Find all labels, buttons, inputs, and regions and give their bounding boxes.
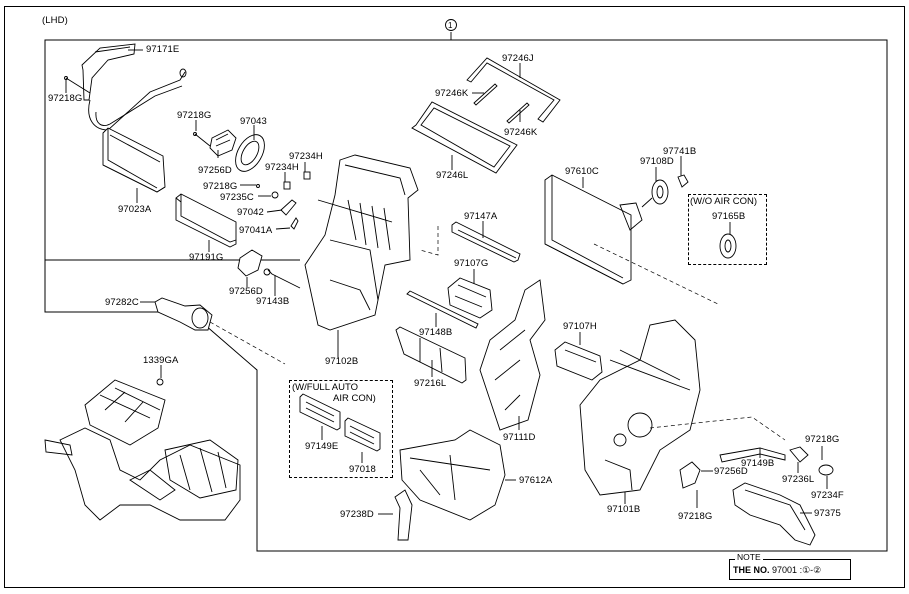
part-label[interactable]: 97256D bbox=[229, 286, 263, 297]
part-label[interactable]: 97246L bbox=[436, 170, 469, 181]
part-label[interactable]: 97256D bbox=[714, 466, 748, 477]
part-label[interactable]: 97218G bbox=[48, 93, 83, 104]
part-label[interactable]: 97234F bbox=[811, 490, 844, 501]
option-title-full-auto-line1: (W/FULL AUTO bbox=[292, 382, 358, 393]
part-label[interactable]: 97612A bbox=[519, 475, 553, 486]
door-97018-drawing bbox=[344, 417, 381, 452]
variant-label: (LHD) bbox=[42, 15, 68, 26]
part-label[interactable]: 97042 bbox=[237, 207, 264, 218]
part-label[interactable]: 97216L bbox=[414, 378, 447, 389]
small-fasteners-drawing bbox=[64, 76, 311, 289]
part-label[interactable]: 97108D bbox=[640, 156, 674, 167]
part-label[interactable]: 97143B bbox=[256, 296, 290, 307]
blower-case-drawing bbox=[304, 154, 419, 331]
note-number: 97001 bbox=[772, 565, 798, 575]
motor-drawing bbox=[235, 134, 265, 172]
part-label[interactable]: 97282C bbox=[105, 297, 139, 308]
part-label[interactable]: 97171E bbox=[146, 44, 180, 55]
drain-hose-drawing bbox=[394, 489, 413, 541]
grommet-drawing bbox=[641, 174, 689, 208]
evaporator-drawing bbox=[544, 174, 643, 285]
part-label[interactable]: 97235C bbox=[220, 192, 254, 203]
part-label[interactable]: 97165B bbox=[712, 211, 746, 222]
part-label[interactable]: 97149B bbox=[741, 458, 775, 469]
option-title-wo-air-con: (W/O AIR CON) bbox=[690, 196, 758, 207]
part-label[interactable]: 1339GA bbox=[143, 355, 179, 366]
part-label[interactable]: 97246J bbox=[502, 53, 534, 64]
part-label[interactable]: 97234H bbox=[265, 162, 299, 173]
part-label[interactable]: 97107H bbox=[563, 321, 597, 332]
part-label[interactable]: 97256D bbox=[198, 165, 232, 176]
actuator-top-drawing bbox=[209, 129, 237, 157]
part-label[interactable]: 97149E bbox=[305, 441, 339, 452]
heater-pipe-bracket-drawing bbox=[81, 43, 187, 131]
case-half-97111D-drawing bbox=[479, 279, 546, 431]
part-label[interactable]: 97610C bbox=[565, 166, 599, 177]
door-97107H-drawing bbox=[554, 341, 603, 381]
door-97149E-drawing bbox=[299, 393, 341, 431]
assembly-inner-bracket bbox=[44, 40, 300, 261]
hvac-unit-overview-drawing bbox=[44, 378, 241, 521]
diagram-border bbox=[4, 6, 905, 588]
door-97147A-drawing bbox=[451, 221, 521, 263]
sensor-drawing bbox=[154, 297, 213, 331]
shaft-97148B-drawing bbox=[406, 290, 479, 329]
main-case-97101B-drawing bbox=[579, 319, 701, 496]
drain-pan-drawing bbox=[399, 429, 506, 521]
note-title: NOTE bbox=[735, 552, 763, 562]
part-label[interactable]: 97218G bbox=[203, 181, 238, 192]
part-label[interactable]: 97236L bbox=[782, 474, 815, 485]
option-box-full-auto bbox=[289, 380, 393, 478]
part-label[interactable]: 97238D bbox=[340, 509, 374, 520]
case-dash-2 bbox=[649, 416, 786, 441]
part-label[interactable]: 97246K bbox=[435, 88, 469, 99]
part-label[interactable]: 97234H bbox=[289, 151, 323, 162]
door-97107G-drawing bbox=[447, 277, 493, 319]
option-title-full-auto-line2: AIR CON) bbox=[333, 393, 376, 404]
door-97216L-drawing bbox=[395, 326, 467, 384]
sensor-dash bbox=[209, 321, 286, 365]
duct-97375-drawing bbox=[732, 482, 816, 546]
part-label[interactable]: 97741B bbox=[663, 146, 697, 157]
part-label[interactable]: 97218G bbox=[177, 110, 212, 121]
seal-parts-drawing bbox=[411, 57, 561, 174]
note-text: THE NO. 97001 :①-② bbox=[733, 565, 821, 576]
part-label[interactable]: 97018 bbox=[349, 464, 376, 475]
case-dash-1 bbox=[593, 243, 721, 306]
part-label[interactable]: 97191G bbox=[189, 252, 224, 263]
note-box bbox=[729, 559, 851, 580]
actuator-lower-drawing bbox=[679, 461, 701, 489]
note-prefix: THE NO. bbox=[733, 565, 770, 575]
part-label[interactable]: 97375 bbox=[814, 508, 841, 519]
part-label[interactable]: 97218G bbox=[678, 511, 713, 522]
part-label[interactable]: 97147A bbox=[464, 211, 498, 222]
part-label[interactable]: 97101B bbox=[607, 504, 641, 515]
heater-core-drawing bbox=[102, 127, 166, 193]
note-range: :①-② bbox=[799, 565, 822, 575]
part-label[interactable]: 97111D bbox=[503, 432, 536, 443]
part-label[interactable]: 97041A bbox=[239, 225, 273, 236]
part-label[interactable]: 97102B bbox=[325, 356, 359, 367]
assembly-bracket-line bbox=[44, 39, 888, 552]
part-label[interactable]: 97107G bbox=[454, 258, 489, 269]
part-label[interactable]: 97218G bbox=[805, 434, 840, 445]
part-label[interactable]: 97023A bbox=[118, 204, 152, 215]
grommet-option-drawing bbox=[719, 233, 737, 259]
part-label[interactable]: 97148B bbox=[419, 327, 453, 338]
actuator-mid-drawing bbox=[237, 249, 263, 277]
leader-lines bbox=[65, 49, 828, 515]
door-dash-1 bbox=[419, 226, 439, 256]
part-label[interactable]: 97246K bbox=[504, 127, 538, 138]
assembly-ref-number: 1 bbox=[448, 21, 453, 30]
part-label[interactable]: 97043 bbox=[240, 116, 267, 127]
air-filter-drawing bbox=[175, 193, 237, 248]
grommet-97234F-drawing bbox=[818, 464, 834, 476]
option-box-wo-air-con bbox=[688, 194, 767, 265]
connector-97236L-drawing bbox=[789, 446, 809, 463]
assembly-ref-circle bbox=[445, 19, 457, 31]
